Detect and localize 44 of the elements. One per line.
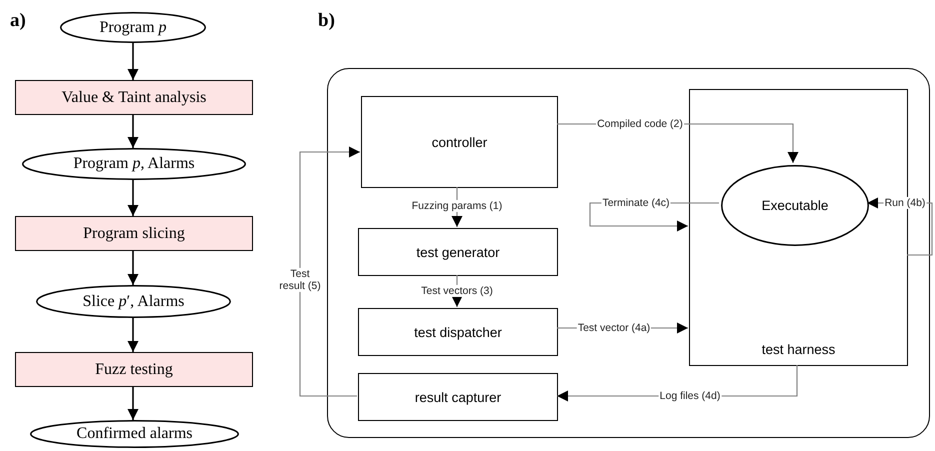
- node-label: Executable: [762, 198, 828, 213]
- process-box: [358, 228, 558, 276]
- edge-label: Log files (4d): [658, 390, 722, 402]
- edge-label: Terminate (4c): [601, 196, 671, 210]
- node-label: Fuzz testing: [95, 360, 173, 378]
- edge-label: Run (4b): [884, 196, 926, 210]
- process-box: [361, 96, 558, 188]
- node-label: Value & Taint analysis: [62, 88, 206, 106]
- edge-label: Test result (5): [277, 268, 323, 292]
- arrow: [128, 115, 138, 148]
- arrow: [128, 180, 138, 216]
- ellipse-node: [22, 148, 246, 180]
- process-box: [15, 80, 253, 115]
- node-label: Program slicing: [83, 224, 185, 242]
- node-label: controller: [432, 134, 488, 150]
- ellipse-node: [721, 165, 869, 246]
- process-box: [358, 308, 558, 356]
- edge-label: Test vector (4a): [576, 322, 652, 334]
- group-container: [327, 68, 930, 438]
- arrow: [128, 251, 138, 285]
- panel-label: b): [318, 10, 335, 32]
- node-label: Program p, Alarms: [73, 155, 195, 173]
- node-label: Slice p′, Alarms: [82, 292, 184, 310]
- process-box: [689, 89, 908, 366]
- node-label: test dispatcher: [414, 324, 502, 340]
- node-label: Program p: [99, 18, 167, 36]
- node-label: result capturer: [414, 390, 502, 404]
- arrow: [128, 43, 138, 80]
- panel-label: a): [10, 10, 26, 32]
- edge-label: Fuzzing params (1): [410, 200, 504, 212]
- ellipse-node: [36, 285, 231, 318]
- node-label: Confirmed alarms: [76, 425, 192, 443]
- process-box: [15, 352, 253, 387]
- ellipse-node: [30, 420, 239, 448]
- edge-label: Test vectors (3): [420, 284, 494, 298]
- arrow: [128, 318, 138, 352]
- process-box: [358, 373, 558, 421]
- ellipse-node: [60, 12, 206, 43]
- process-box: [15, 216, 253, 251]
- arrow: [128, 387, 138, 420]
- arrow: [299, 146, 360, 397]
- node-label: test generator: [416, 244, 500, 260]
- node-label: test harness: [762, 342, 836, 357]
- edge-label: Compiled code (2): [596, 118, 684, 130]
